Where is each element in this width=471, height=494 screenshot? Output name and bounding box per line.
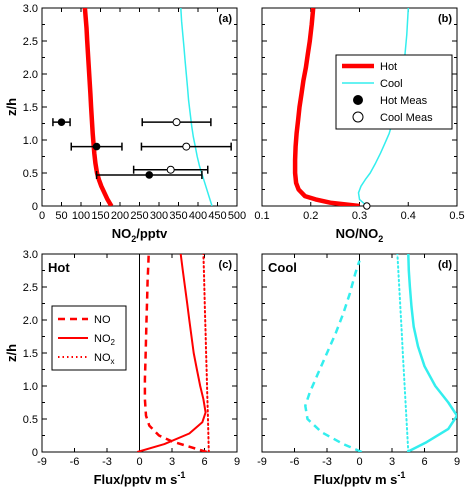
panel-a-ytick-label: 2.0 — [23, 69, 38, 81]
panel-a-series-0-line — [82, 8, 114, 206]
panel-a-series-3-point — [166, 165, 175, 174]
panel-d-xtick-label: 9 — [454, 456, 460, 468]
panel-b-xlabel: NO/NO2 — [336, 226, 384, 244]
panel-a-ytick-label: 0 — [32, 201, 38, 213]
panel-d-xtick-label: 6 — [421, 456, 427, 468]
panel-b-xtick-label: 0.4 — [401, 210, 416, 222]
panel-a-ytick-label: 2.5 — [23, 36, 38, 48]
panel-a-xtick-label: 200 — [111, 210, 129, 222]
legend-b-text: Hot Meas — [380, 95, 428, 107]
panel-c-title: Hot — [48, 260, 70, 275]
panel-a-label: (a) — [219, 13, 233, 25]
panel-a-ytick-label: 1.5 — [23, 102, 38, 114]
panel-a-xtick-label: 250 — [130, 210, 148, 222]
legend-c-text: NO2 — [94, 333, 116, 347]
panel-c-series-2-line — [202, 254, 210, 452]
panel-c-xtick-label: 6 — [201, 456, 207, 468]
panel-b-xtick-label: 0.3 — [352, 210, 367, 222]
panel-c-ytick-label: 2.0 — [23, 315, 38, 327]
panel-c-xtick-label: 3 — [169, 456, 175, 468]
panel-d-xtick-label: -3 — [322, 456, 332, 468]
panel-a-series-1-line — [180, 8, 213, 206]
panel-a-xtick-label: 0 — [39, 210, 45, 222]
panel-a-xtick-label: 150 — [91, 210, 109, 222]
panel-c-ytick-label: 0 — [32, 447, 38, 459]
panel-a-xtick-label: 500 — [228, 210, 246, 222]
panel-c-xtick-label: -6 — [70, 456, 80, 468]
panel-d-series-0-line — [304, 260, 363, 452]
panel-c-xlabel: Flux/pptv m s-1 — [94, 470, 186, 487]
panel-a-ytick-label: 0.5 — [23, 168, 38, 180]
panel-c-label: (c) — [219, 259, 233, 271]
panel-a-ylabel: z/h — [4, 98, 19, 116]
panel-d-series-1-line — [406, 254, 457, 452]
panel-c-xtick-label: 9 — [234, 456, 240, 468]
panel-d-xtick-label: -6 — [290, 456, 300, 468]
panel-c-series-1-line — [137, 254, 207, 452]
panel-c-xtick-label: -3 — [102, 456, 112, 468]
panel-a-series-2-point — [145, 171, 154, 179]
panel-d-title: Cool — [268, 260, 297, 275]
panel-a-xtick-label: 300 — [150, 210, 168, 222]
panel-c-ytick-label: 1.0 — [23, 381, 38, 393]
panel-c-ylabel: z/h — [4, 344, 19, 362]
panel-d-xtick-label: 0 — [356, 456, 362, 468]
panel-a-xtick-label: 100 — [72, 210, 90, 222]
panel-c-ytick-label: 3.0 — [23, 249, 38, 261]
panel-a-ytick-label: 1.0 — [23, 135, 38, 147]
panel-d-label: (d) — [438, 259, 452, 271]
panel-a-xtick-label: 450 — [208, 210, 226, 222]
panel-a-xtick-label: 50 — [55, 210, 67, 222]
panel-b-xtick-label: 0.5 — [449, 210, 464, 222]
panel-a-xtick-label: 400 — [189, 210, 207, 222]
panel-a-frame — [41, 7, 238, 207]
panel-a-ytick-label: 3.0 — [23, 3, 38, 15]
panel-a-xlabel: NO2/pptv — [112, 226, 168, 244]
panel-d-series-2-line — [396, 254, 410, 452]
legend-b-text: Cool Meas — [380, 112, 433, 124]
panel-b-series-2-point — [363, 202, 371, 210]
panel-d-xtick-label: -9 — [257, 456, 267, 468]
panel-b-xtick-label: 0.1 — [254, 210, 269, 222]
panel-c-ytick-label: 0.5 — [23, 414, 38, 426]
panel-d-xtick-label: 3 — [389, 456, 395, 468]
panel-a-xtick-label: 350 — [169, 210, 187, 222]
legend-c-text: NOx — [94, 352, 115, 366]
panel-c-ytick-label: 1.5 — [23, 348, 38, 360]
legend-b-text: Cool — [380, 78, 403, 90]
panel-a-series-3-point — [182, 142, 191, 151]
legend-b-text: Hot — [380, 61, 397, 73]
panel-a-series-3-point — [172, 118, 181, 127]
panel-b-series-0-line — [292, 8, 360, 206]
panel-c-xtick-label: 0 — [136, 456, 142, 468]
panel-a-series-2-point — [57, 118, 66, 126]
legend-c-text: NO — [94, 314, 111, 326]
panel-c-series-0-line — [143, 254, 208, 452]
panel-a-series-2-point — [92, 142, 101, 151]
legend-b-swatch — [353, 95, 363, 105]
panel-d-xlabel: Flux/pptv m s-1 — [314, 470, 406, 487]
panel-b-xtick-label: 0.2 — [303, 210, 318, 222]
panel-c-xtick-label: -9 — [37, 456, 47, 468]
panel-b-label: (b) — [438, 13, 452, 25]
panel-c-ytick-label: 2.5 — [23, 282, 38, 294]
legend-b-swatch — [352, 111, 364, 123]
